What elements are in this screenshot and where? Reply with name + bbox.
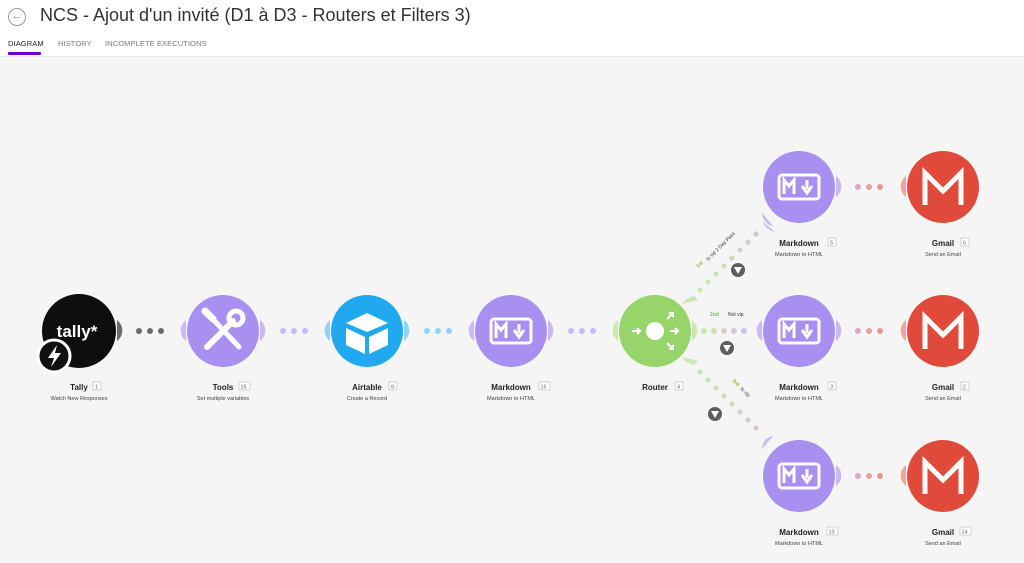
filter-icon	[711, 411, 719, 418]
diagram-canvas[interactable]: 1st Is vip 2 Day Pass 2nd Not vip 3rd Is…	[0, 57, 1024, 563]
gmail14-id: 14	[962, 530, 968, 536]
module-gmail-6[interactable]: Gmail 6 Send an Email	[907, 151, 979, 258]
module-markdown-5[interactable]: Markdown 5 Markdown to HTML	[763, 151, 837, 258]
module-tally[interactable]: tally* Tally 1 Watch New Responses	[36, 294, 116, 402]
connector-markdown-router[interactable]	[548, 320, 618, 341]
scenario-header: ← NCS - Ajout d'un invité (D1 à D3 - Rou…	[0, 0, 1024, 57]
route-2-label: Not vip	[728, 312, 744, 318]
scenario-diagram: 1st Is vip 2 Day Pass 2nd Not vip 3rd Is…	[36, 151, 979, 547]
module-markdown-3[interactable]: Markdown 3 Markdown to HTML	[763, 295, 837, 402]
markdown16-sub: Markdown to HTML	[487, 396, 535, 402]
module-gmail-14[interactable]: Gmail 14 Send an Email	[907, 440, 979, 547]
router-icon	[632, 312, 680, 350]
airtable-name: Airtable	[352, 383, 382, 392]
gmail14-sub: Send an Email	[925, 541, 961, 547]
module-markdown-16[interactable]: Markdown 16 Markdown to HTML	[475, 295, 551, 402]
gmail2-sub: Send an Email	[925, 396, 961, 402]
connector-airtable-markdown[interactable]	[404, 320, 474, 341]
route-2[interactable]: 2nd Not vip	[692, 312, 762, 355]
module-tools[interactable]: Tools 15 Set multiple variables	[187, 295, 259, 402]
markdown3-name: Markdown	[779, 383, 819, 392]
route-1-order: 1st	[695, 260, 705, 270]
gmail-icon	[922, 166, 964, 205]
tools-id: 15	[241, 385, 247, 391]
active-tab-indicator	[8, 52, 41, 55]
markdown13-sub: Markdown to HTML	[775, 541, 823, 547]
connector-markdown3-gmail2[interactable]	[836, 320, 906, 341]
markdown-icon	[777, 173, 821, 201]
markdown5-name: Markdown	[779, 239, 819, 248]
route-2-filter[interactable]	[720, 341, 734, 355]
gmail6-name: Gmail	[932, 239, 954, 248]
markdown16-name: Markdown	[491, 383, 531, 392]
tools-name: Tools	[213, 383, 234, 392]
gmail2-name: Gmail	[932, 383, 954, 392]
markdown3-sub: Markdown to HTML	[775, 396, 823, 402]
module-airtable[interactable]: Airtable 8 Create a Record	[331, 295, 403, 402]
route-3[interactable]: 3rd Is vip	[682, 357, 773, 449]
tab-history[interactable]: HISTORY	[58, 39, 92, 48]
filter-icon	[723, 345, 731, 352]
module-markdown-13[interactable]: Markdown 13 Markdown to HTML	[763, 440, 839, 547]
airtable-id: 8	[391, 385, 394, 391]
gmail-icon	[922, 455, 964, 494]
router-name: Router	[642, 383, 668, 392]
tally-logo: tally*	[57, 322, 98, 341]
connector-tally-tools[interactable]	[117, 320, 186, 341]
markdown3-id: 3	[830, 385, 833, 391]
markdown-icon	[489, 317, 533, 345]
markdown5-sub: Markdown to HTML	[775, 252, 823, 258]
route-3-label: Is vip	[739, 386, 752, 399]
markdown5-id: 5	[830, 241, 833, 247]
markdown16-id: 16	[541, 385, 547, 391]
wrench-screwdriver-icon	[201, 307, 246, 350]
module-router[interactable]: Router 4	[619, 295, 691, 392]
tab-incomplete-executions[interactable]: INCOMPLETE EXECUTIONS	[105, 39, 207, 48]
back-button[interactable]: ←	[8, 8, 26, 26]
route-3-filter[interactable]	[708, 407, 722, 421]
airtable-box-icon	[346, 313, 388, 354]
gmail-icon	[922, 310, 964, 349]
tools-sub: Set multiple variables	[197, 396, 250, 402]
arrow-left-icon: ←	[11, 10, 23, 22]
route-3-order: 3rd	[731, 378, 741, 388]
route-1[interactable]: 1st Is vip 2 Day Pass	[682, 213, 775, 304]
connector-markdown5-gmail6[interactable]	[836, 176, 906, 197]
connector-tools-airtable[interactable]	[260, 320, 330, 341]
route-2-order: 2nd	[710, 312, 719, 318]
scenario-title: NCS - Ajout d'un invité (D1 à D3 - Route…	[40, 5, 471, 25]
markdown13-id: 13	[829, 530, 835, 536]
gmail14-name: Gmail	[932, 528, 954, 537]
gmail6-id: 6	[963, 241, 966, 247]
markdown13-name: Markdown	[779, 528, 819, 537]
tab-diagram[interactable]: DIAGRAM	[8, 39, 44, 48]
tally-name: Tally	[70, 383, 88, 392]
gmail2-id: 2	[963, 385, 966, 391]
airtable-sub: Create a Record	[347, 396, 387, 402]
module-gmail-2[interactable]: Gmail 2 Send an Email	[907, 295, 979, 402]
gmail6-sub: Send an Email	[925, 252, 961, 258]
lightning-icon[interactable]	[36, 338, 72, 374]
tally-sub: Watch New Responses	[51, 396, 108, 402]
filter-icon	[734, 267, 742, 274]
markdown-icon	[777, 317, 821, 345]
route-1-filter[interactable]	[731, 263, 745, 277]
router-id: 4	[677, 385, 680, 391]
markdown-icon	[777, 462, 821, 490]
connector-markdown13-gmail14[interactable]	[836, 465, 906, 486]
tally-id: 1	[95, 385, 98, 391]
